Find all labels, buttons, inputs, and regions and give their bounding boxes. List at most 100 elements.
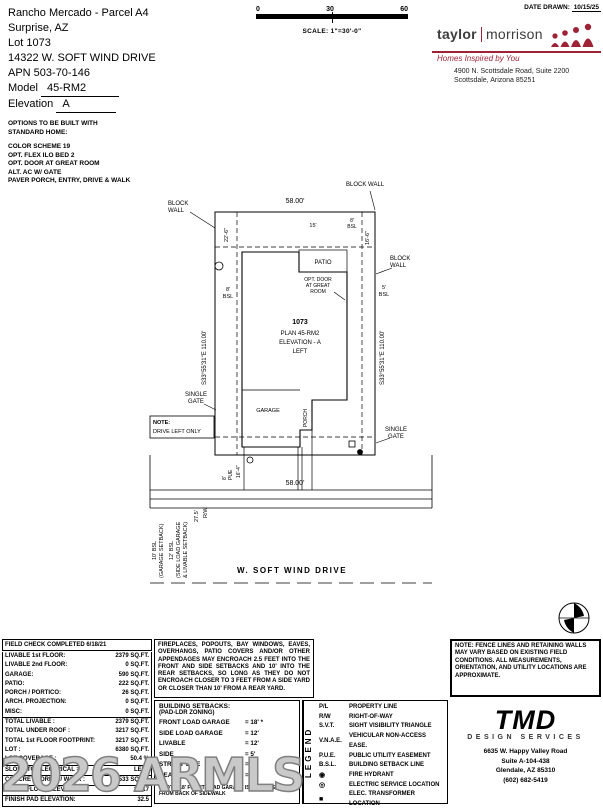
row-value: 33.17 xyxy=(133,787,149,794)
model-value: 45-RM2 xyxy=(41,81,120,97)
row-value: 6380 SQ.FT. xyxy=(115,746,149,753)
row-label: FINISH PAD ELEVATION: xyxy=(5,797,76,804)
option-item: OPT. DOOR AT GREAT ROOM xyxy=(8,160,100,167)
porch-label: PORCH xyxy=(303,409,309,427)
model-label: Model xyxy=(8,82,38,94)
project-info: Rancho Mercado - Parcel A4 Surprise, AZ … xyxy=(8,6,156,113)
setback-label: REAR xyxy=(159,771,177,779)
bsl-left-label: BSL xyxy=(223,294,233,300)
table-row: GARAGE:590 SQ.FT. xyxy=(3,671,151,680)
block-wall-label-top: BLOCK WALL xyxy=(346,182,385,188)
dim-22-6: 22'-6" xyxy=(224,228,230,242)
garage-setback-line2: (GARAGE SETBACK) xyxy=(159,523,165,578)
street-lines xyxy=(149,455,433,584)
row-value: 3217 SQ.FT. xyxy=(115,737,149,744)
row-label: FINISH FLOOR ELEVATION: xyxy=(5,787,85,794)
dim-16-6: 16'-6" xyxy=(365,231,371,245)
opt-door-line1: OPT. DOOR xyxy=(304,277,332,283)
row-label: LOT COVERAGE : xyxy=(5,756,57,763)
single-gate-right-2: GATE xyxy=(388,434,404,440)
row-label: SLOPE TO ELECTRICAL = xyxy=(5,766,80,773)
row-label: PATIO: xyxy=(5,680,25,687)
row-label: TOTAL UNDER ROOF : xyxy=(5,728,70,735)
table-row: LIVABLE 2nd FLOOR: 0 SQ.FT. xyxy=(3,661,151,670)
sideload-setback-line3: & LIVABLE SETBACK) xyxy=(183,522,189,578)
row-label: CONCRETE DRIVE / WALK : xyxy=(5,776,86,783)
elevation-line: Elevation A xyxy=(8,97,156,113)
option-item: ALT. AC W/ GATE xyxy=(8,168,62,176)
setback-value: = 15' xyxy=(245,771,259,779)
leader-lines xyxy=(189,190,393,444)
project-city: Surprise, AZ xyxy=(8,22,69,34)
setback-row: LIVABLE= 12' xyxy=(159,739,295,750)
garage-setback-line1: 10' BSL xyxy=(152,541,158,560)
project-name: Rancho Mercado - Parcel A4 xyxy=(8,7,149,19)
pue-label: PUE xyxy=(228,469,234,480)
table-row: PORCH / PORTICO:26 SQ.FT. xyxy=(3,689,151,698)
legend-abbr: P/L xyxy=(319,704,329,710)
lot-boundary xyxy=(214,211,376,456)
drive-note-box: NOTE: DRIVE LEFT ONLY xyxy=(149,415,215,439)
legend-desc: FIRE HYDRANT xyxy=(349,771,394,778)
options-title-2: STANDARD HOME: xyxy=(8,128,68,136)
tmd-address-3: Glendale, AZ 85310 xyxy=(495,767,556,774)
scale-block: 0 30 60 SCALE: 1"=30'-0" xyxy=(256,6,408,35)
row-label: LIVABLE 2nd FLOOR: xyxy=(5,662,68,669)
row-label: TOTAL 1st FLOOR FOOTPRINT: xyxy=(5,737,95,744)
pue-dim: 8' xyxy=(222,476,228,480)
plan-lot-number: 1073 xyxy=(292,319,308,326)
plan-elevation: ELEVATION - A xyxy=(279,340,321,346)
block-wall-label-right-2: WALL xyxy=(390,263,407,269)
builder-address-1: 4900 N. Scottsdale Road, Suite 2200 xyxy=(454,68,570,75)
setback-row: STREET SIDE= 8' xyxy=(159,760,295,771)
sideload-setback-line2: (SIDE LOAD GARAGE xyxy=(176,521,182,578)
setback-value: = 12' xyxy=(245,740,259,747)
block-wall-label-right-1: BLOCK xyxy=(390,256,410,262)
plan-hand: LEFT xyxy=(293,349,308,355)
scale-tick-0: 0 xyxy=(256,6,260,13)
legend-desc: VEHICULAR NON-ACCESS EASE. xyxy=(349,733,427,749)
top-dimension: 58.00' xyxy=(286,198,305,205)
legend-desc: RIGHT-OF-WAY xyxy=(349,713,393,720)
scale-tick-30: 30 xyxy=(326,6,334,13)
legend-desc: ELECTRIC SERVICE LOCATION xyxy=(349,781,440,788)
row-label: MISC: xyxy=(5,708,22,715)
date-drawn-value: 10/15/25 xyxy=(571,4,601,12)
table-row: FINISH PAD ELEVATION:32.5 xyxy=(3,795,151,805)
plan-name: PLAN 45-RM2 xyxy=(281,331,320,337)
legend-abbr: B.S.L. xyxy=(319,762,337,769)
legend-desc: SIGHT VISIBILITY TRIANGLE xyxy=(349,723,432,730)
dim-15: 15' xyxy=(309,223,316,229)
brand-rule xyxy=(432,51,601,53)
row-value: 0 SQ.FT. xyxy=(125,708,149,715)
table-row: SLOPE TO ELECTRICAL =LEFT xyxy=(3,764,151,775)
tmd-address-2: Suite A-104-438 xyxy=(501,757,550,765)
model-line: Model 45-RM2 xyxy=(8,81,156,97)
row-value: 2379 SQ.FT. xyxy=(115,653,149,659)
setback-row: FRONT LOAD GARAGE= 18' * xyxy=(159,718,295,729)
setback-row: REAR = 15' xyxy=(159,771,295,782)
table-row: TOTAL LIVABLE :2379 SQ.FT. xyxy=(3,717,151,727)
setbacks-footnote: * NOTE: 18' FRONT LOAD GARAGE IS MEASURE… xyxy=(159,785,280,797)
builder-address: 4900 N. Scottsdale Road, Suite 2200 Scot… xyxy=(432,67,601,85)
tmd-address: 6635 W. Happy Valley Road Suite A-104-43… xyxy=(450,747,601,785)
table-row: TOTAL 1st FLOOR FOOTPRINT: 3217 SQ.FT. xyxy=(3,737,151,746)
legend-abbr: P.U.E. xyxy=(319,752,336,759)
options-block: OPTIONS TO BE BUILT WITH STANDARD HOME: … xyxy=(8,120,130,186)
utility-symbols xyxy=(214,261,363,464)
row-label: LIVABLE 1st FLOOR: xyxy=(5,653,66,659)
drive-note-body: DRIVE LEFT ONLY xyxy=(153,429,201,435)
project-lot: Lot 1073 xyxy=(8,37,51,49)
setback-value: = 5' xyxy=(245,750,256,758)
tmd-address-4: (602) 682-5419 xyxy=(503,776,548,784)
setback-value: = 18' * xyxy=(245,719,264,726)
row-value: 590 SQ.FT. xyxy=(118,671,149,678)
field-check-note: FIELD CHECK COMPLETED 6/18/21 xyxy=(2,639,152,651)
row-value: 3217 SQ.FT. xyxy=(115,728,149,735)
row-value: 222 SQ.FT. xyxy=(118,680,149,687)
scale-tick-60: 60 xyxy=(400,6,408,13)
row-value: 0 SQ.FT. xyxy=(125,662,149,669)
option-item: PAVER PORCH, ENTRY, DRIVE & WALK xyxy=(8,177,131,184)
